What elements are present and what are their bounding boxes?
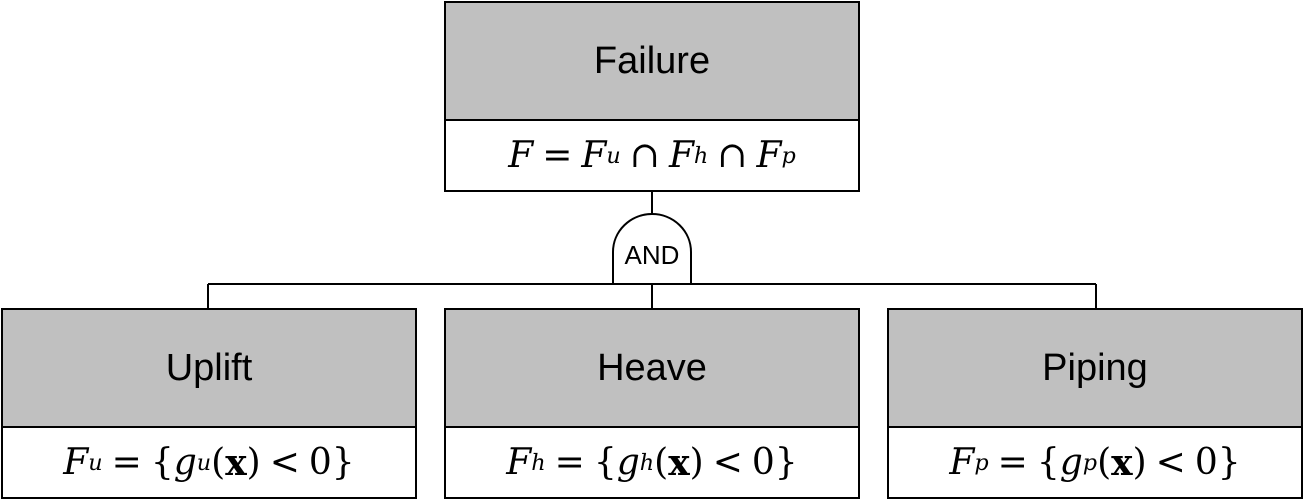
basic-event-title: Piping: [889, 310, 1301, 428]
basic-event-title: Uplift: [3, 310, 415, 428]
and-gate-label: AND: [624, 240, 680, 270]
top-event-title: Failure: [446, 3, 858, 121]
basic-event-title: Heave: [446, 310, 858, 428]
and-gate-shape: [612, 213, 692, 285]
